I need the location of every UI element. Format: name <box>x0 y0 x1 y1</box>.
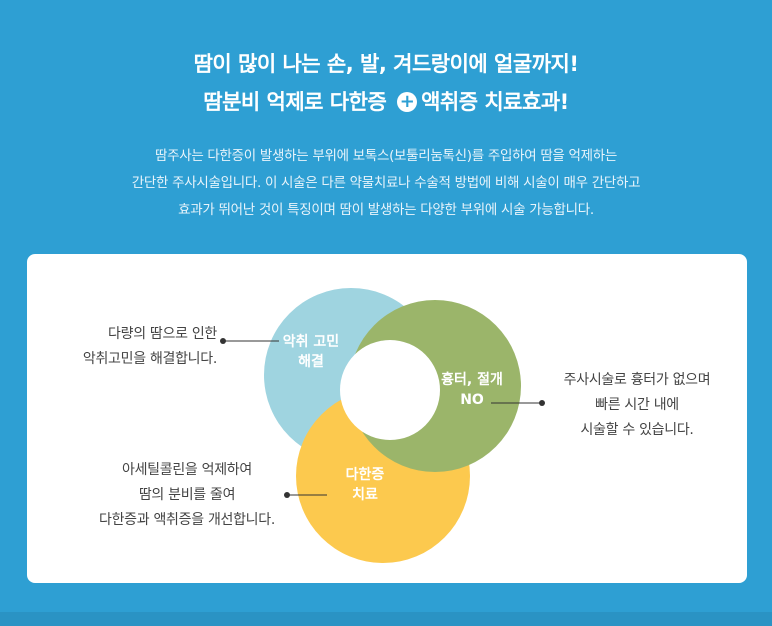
description-line-2: 간단한 주사시술입니다. 이 시술은 다른 약물치료나 수술적 방법에 비해 시… <box>131 175 641 191</box>
plus-icon: + <box>397 92 418 112</box>
center-hole <box>340 340 440 440</box>
yellow-label-line-2: 치료 <box>352 487 378 503</box>
callout-left-top-line-2: 악취고민을 해결합니다. <box>82 351 217 367</box>
callout-right: 주사시술로 흉터가 없으며 빠른 시간 내에 시술할 수 있습니다. <box>537 368 737 443</box>
bottom-strip <box>0 612 772 626</box>
callout-left-bottom: 아세틸콜린을 억제하여 땀의 분비를 줄여 다한증과 액취증을 개선합니다. <box>87 458 287 533</box>
headline-part-1: 땀분비 억제로 다한증 <box>203 90 387 114</box>
headline-part-2: 액취증 치료효과! <box>421 90 569 114</box>
callout-left-bottom-line-3: 다한증과 액취증을 개선합니다. <box>99 512 275 528</box>
yellow-circle-label: 다한증 치료 <box>325 465 405 505</box>
callout-left-bottom-line-2: 땀의 분비를 줄여 <box>138 487 236 503</box>
callout-left-top: 다량의 땀으로 인한 악취고민을 해결합니다. <box>31 322 217 372</box>
connector-dot-left-bottom <box>284 492 290 498</box>
description-line-3: 효과가 뛰어난 것이 특징이며 땀이 발생하는 다양한 부위에 시술 가능합니다… <box>178 202 594 218</box>
blue-circle-label: 악취 고민 해결 <box>271 332 351 372</box>
connector-dot-right <box>539 400 545 406</box>
green-label-line-2: NO <box>460 392 484 408</box>
green-label-line-1: 흉터, 절개 <box>441 372 503 388</box>
connector-dot-left-top <box>220 338 226 344</box>
callout-left-top-line-1: 다량의 땀으로 인한 <box>108 326 217 342</box>
headline-line-2: 땀분비 억제로 다한증 +액취증 치료효과! <box>0 86 772 116</box>
callout-right-line-2: 빠른 시간 내에 <box>595 397 679 413</box>
blue-label-line-2: 해결 <box>298 354 324 370</box>
callout-left-bottom-line-1: 아세틸콜린을 억제하여 <box>122 462 252 478</box>
venn-diagram <box>220 288 545 563</box>
headline-line-1: 땀이 많이 나는 손, 발, 겨드랑이에 얼굴까지! <box>193 52 579 76</box>
venn-panel: 악취 고민 해결 흉터, 절개 NO 다한증 치료 다량의 땀으로 인한 악취고… <box>27 254 747 583</box>
yellow-label-line-1: 다한증 <box>345 467 385 483</box>
callout-right-line-3: 시술할 수 있습니다. <box>580 422 694 438</box>
callout-right-line-1: 주사시술로 흉터가 없으며 <box>563 372 711 388</box>
description-line-1: 땀주사는 다한증이 발생하는 부위에 보톡스(보툴리눔톡신)를 주입하여 땀을 … <box>154 148 618 164</box>
green-circle-label: 흉터, 절개 NO <box>427 370 517 410</box>
blue-label-line-1: 악취 고민 <box>282 334 340 350</box>
